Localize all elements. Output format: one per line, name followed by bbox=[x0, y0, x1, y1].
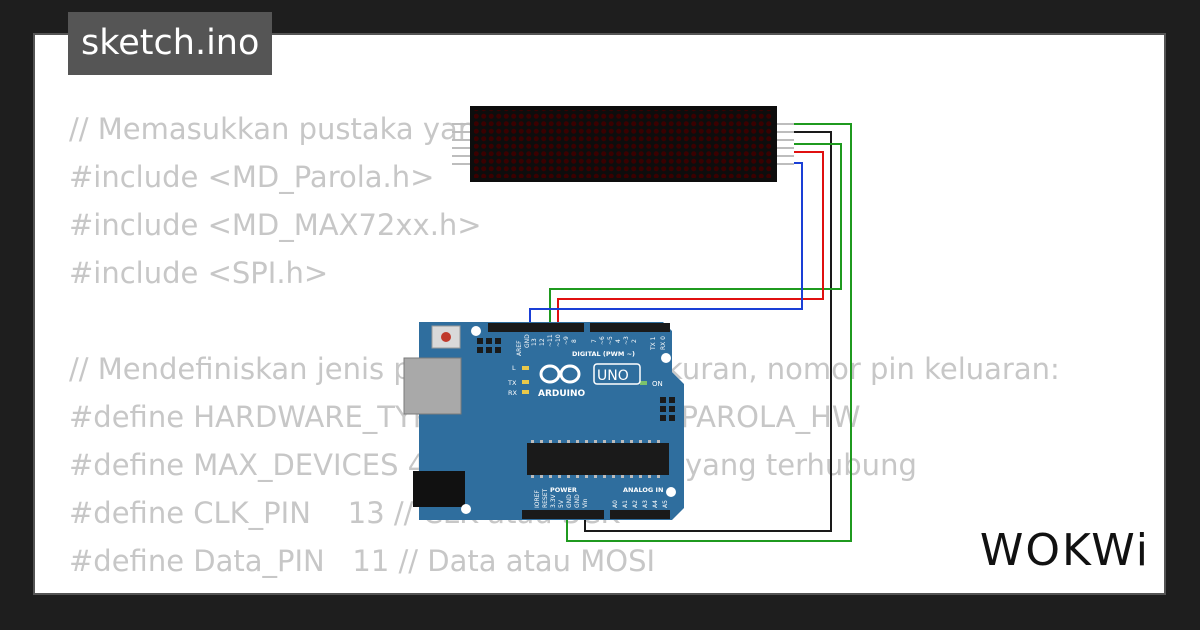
pin-label: ~11 bbox=[547, 334, 554, 347]
wire-matrix-vcc-to-5v bbox=[566, 123, 852, 542]
led-label-tx: TX bbox=[507, 379, 517, 387]
pin-label: 8 bbox=[571, 339, 578, 343]
arduino-infinity-logo bbox=[539, 364, 581, 384]
pin-label: RX 0 bbox=[660, 336, 667, 350]
analog-in-label: ANALOG IN bbox=[623, 486, 663, 494]
led-matrix-module[interactable] bbox=[452, 106, 794, 182]
analog-pin-label: A4 bbox=[652, 500, 659, 508]
pin-label: 12 bbox=[539, 338, 546, 346]
pin-label: 7 bbox=[591, 339, 598, 343]
pin-label: ~10 bbox=[555, 334, 562, 347]
power-pin-label: GND bbox=[566, 494, 573, 508]
wire-matrix-clk-to-pin13 bbox=[529, 162, 803, 327]
power-label: POWER bbox=[550, 486, 577, 494]
file-tab[interactable]: sketch.ino bbox=[68, 12, 273, 75]
analog-pin-label: A0 bbox=[612, 500, 619, 508]
power-pin-label: RESET bbox=[542, 488, 549, 508]
pin-label: ~5 bbox=[607, 336, 614, 345]
atmega-chip bbox=[527, 443, 669, 475]
analog-pin-label: A5 bbox=[662, 500, 669, 508]
wire-matrix-din-to-pin11 bbox=[549, 143, 842, 327]
pin-label: ~3 bbox=[623, 336, 630, 345]
board-brand-label: ARDUINO bbox=[538, 389, 586, 399]
led-label-rx: RX bbox=[508, 389, 518, 397]
code-line: #define Data_PIN 11 // Data atau MOSI bbox=[69, 544, 656, 578]
power-header bbox=[522, 510, 604, 519]
pin-label: ~6 bbox=[599, 336, 606, 345]
analog-pin-label: A3 bbox=[642, 500, 649, 508]
usb-port bbox=[403, 357, 462, 415]
pin-label: 4 bbox=[615, 339, 622, 343]
analog-pin-label: A1 bbox=[622, 500, 629, 508]
board-model-label: UNO bbox=[597, 368, 629, 384]
arduino-uno-board[interactable]: ARDUINO UNO DIGITAL (PWM ~) ANALOG IN PO… bbox=[403, 322, 684, 520]
digital-header bbox=[488, 323, 584, 332]
code-line: #include <MD_MAX72xx.h> bbox=[69, 208, 482, 242]
pin-label: ~9 bbox=[563, 336, 570, 345]
digital-pwm-label: DIGITAL (PWM ~) bbox=[572, 350, 635, 358]
wires bbox=[529, 123, 852, 542]
power-jack bbox=[413, 471, 465, 507]
power-pin-label: 3.3V bbox=[550, 493, 557, 508]
led-label-l: L bbox=[512, 364, 516, 372]
pin-label: 13 bbox=[531, 338, 538, 346]
pin-label: 2 bbox=[631, 339, 638, 343]
power-pin-label: Vin bbox=[582, 498, 589, 508]
analog-pin-label: A2 bbox=[632, 500, 639, 508]
pin-label: TX 1 bbox=[650, 336, 657, 351]
analog-header bbox=[610, 510, 670, 519]
code-line: #define CS_PIN 10 // CS atau SS bbox=[69, 585, 1060, 593]
power-pin-label: GND bbox=[574, 494, 581, 508]
digital-header-2 bbox=[590, 323, 670, 332]
wire-matrix-gnd-to-gnd bbox=[584, 131, 832, 532]
wokwi-logo: WOKWi bbox=[979, 525, 1150, 576]
on-led-label: ON bbox=[652, 380, 663, 388]
power-pin-label: IOREF bbox=[534, 490, 541, 508]
uno-label-box bbox=[593, 363, 641, 385]
power-pin-label: 5V bbox=[558, 499, 565, 508]
code-line: #include <MD_Parola.h> bbox=[69, 160, 435, 194]
pin-label: GND bbox=[524, 334, 531, 348]
code-editor: // Memasukkan pustaka yang diperlukan:#i… bbox=[69, 105, 1060, 593]
pin-label: AREF bbox=[516, 340, 523, 356]
code-line: #include <SPI.h> bbox=[69, 256, 329, 290]
